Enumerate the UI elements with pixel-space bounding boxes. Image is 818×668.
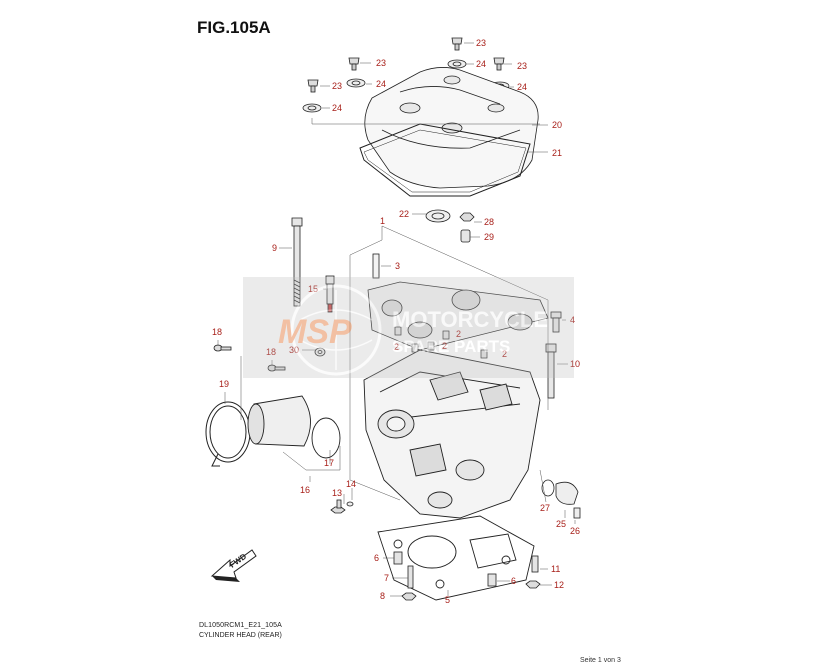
fwd-direction-arrow: FWD — [210, 549, 257, 582]
cover-bolt-23-left-upper — [348, 57, 360, 71]
nut-12 — [525, 580, 541, 589]
callout-22: 22 — [399, 209, 409, 219]
stud-7 — [407, 565, 414, 589]
intake-clamp-19 — [205, 401, 251, 467]
callout-25: 25 — [556, 519, 566, 529]
callout-2: 2 — [394, 342, 399, 352]
callout-17: 17 — [324, 458, 334, 468]
callout-5: 5 — [445, 595, 450, 605]
callout-26: 26 — [570, 526, 580, 536]
diagram-code: DL1050RCM1_E21_105A — [199, 622, 282, 629]
page-counter: Seite 1 von 3 — [580, 657, 621, 664]
cylinder-head-cover-group — [302, 37, 539, 243]
dowel-6-right — [487, 573, 497, 587]
callout-24: 24 — [476, 59, 486, 69]
diagram-subtitle: CYLINDER HEAD (REAR) — [199, 632, 282, 639]
callout-24: 24 — [517, 82, 527, 92]
callout-13: 13 — [332, 488, 342, 498]
nut-28 — [459, 212, 475, 222]
watermark-line1: MOTORCYCLE — [392, 307, 548, 332]
dowel-6-left — [393, 551, 403, 565]
msp-watermark: MSP MOTORCYCLE SPARE PARTS — [243, 277, 574, 378]
callout-8: 8 — [380, 591, 385, 601]
callout-29: 29 — [484, 232, 494, 242]
dowel-11 — [531, 555, 539, 573]
head-gasket-5 — [377, 515, 535, 601]
callout-23: 23 — [476, 38, 486, 48]
bolt-4 — [550, 311, 562, 333]
callout-9: 9 — [272, 243, 277, 253]
callout-numbers: 23 24 23 24 23 24 23 24 20 21 22 28 29 1… — [212, 38, 580, 605]
thermo-outlet-25 — [541, 479, 581, 519]
callout-3: 3 — [395, 261, 400, 271]
callout-16: 16 — [300, 485, 310, 495]
callout-2: 2 — [456, 329, 461, 339]
callout-30: 30 — [289, 345, 299, 355]
intake-pipe-16 — [247, 395, 311, 447]
callout-24: 24 — [332, 103, 342, 113]
callout-12: 12 — [554, 580, 564, 590]
callout-2: 2 — [442, 341, 447, 351]
callout-7: 7 — [384, 573, 389, 583]
cover-washer-24-top — [447, 59, 467, 69]
dowel-pins-2 — [394, 326, 488, 359]
cover-washer-24-left-upper — [346, 78, 366, 88]
callout-24: 24 — [376, 79, 386, 89]
callout-23: 23 — [332, 81, 342, 91]
cover-gasket-21 — [359, 123, 531, 197]
watermark-logo: MSP — [278, 313, 352, 351]
callout-10: 10 — [570, 359, 580, 369]
callout-20: 20 — [552, 120, 562, 130]
cylinder-stud-9 — [291, 217, 303, 307]
washer-30 — [314, 347, 326, 357]
callout-19: 19 — [219, 379, 229, 389]
figure-title: FIG.105A — [197, 18, 271, 37]
callout-15: 15 — [308, 284, 318, 294]
o-ring-17 — [311, 417, 341, 459]
callout-21: 21 — [552, 148, 562, 158]
cylinder-head-body — [363, 349, 541, 519]
cover-bolt-23-right — [493, 57, 505, 71]
callout-23: 23 — [517, 61, 527, 71]
nut-8 — [401, 592, 417, 601]
callout-4: 4 — [570, 315, 575, 325]
cover-bolt-23-left — [307, 79, 319, 93]
callout-1: 1 — [380, 216, 385, 226]
oil-seal-22 — [425, 209, 451, 223]
watermark-line2: SPARE PARTS — [392, 337, 510, 356]
cover-washer-24-left — [302, 103, 322, 113]
camshaft-holder-1 — [367, 253, 549, 351]
leader-lines — [217, 42, 576, 597]
callout-6: 6 — [511, 576, 516, 586]
callout-27: 27 — [540, 503, 550, 513]
spark-plug-15 — [325, 275, 335, 313]
callout-23: 23 — [376, 58, 386, 68]
callout-6: 6 — [374, 553, 379, 563]
callout-18: 18 — [212, 327, 222, 337]
bolt-13 — [330, 499, 346, 514]
callout-28: 28 — [484, 217, 494, 227]
bush-29 — [460, 229, 471, 243]
callout-2: 2 — [502, 349, 507, 359]
callout-18: 18 — [266, 347, 276, 357]
washer-14 — [346, 501, 354, 507]
callout-11: 11 — [551, 564, 560, 574]
callout-14: 14 — [346, 479, 356, 489]
cover-bolt-23-top — [451, 37, 463, 51]
